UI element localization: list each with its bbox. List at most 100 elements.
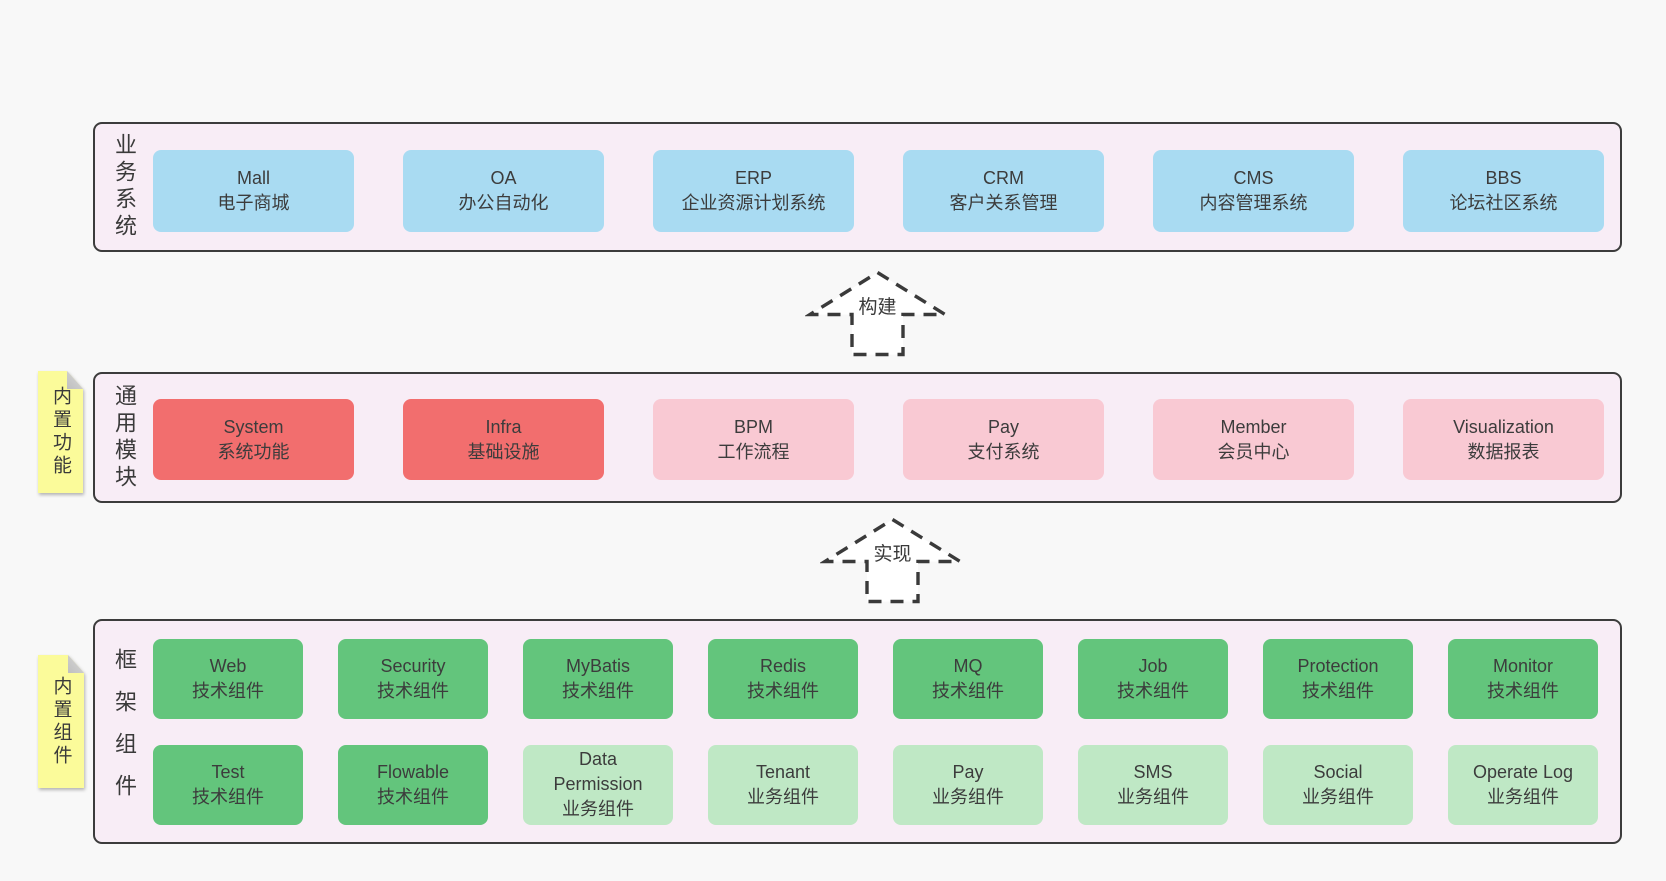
business-systems-panel: 业务系统 Mall 电子商城 OA 办公自动化 ERP 企业资源计划系统 CRM… — [93, 122, 1622, 252]
box-mall: Mall 电子商城 — [153, 150, 354, 232]
box-title: CMS — [1233, 168, 1274, 188]
box-subtitle: 技术组件 — [1117, 680, 1189, 701]
box-tenant: Tenant 业务组件 — [708, 744, 858, 825]
sticky-note-builtin-features: 内置功能 — [38, 371, 83, 493]
box-subtitle: 技术组件 — [1487, 680, 1559, 701]
implement-arrow: 实现 — [820, 517, 965, 605]
box-title: Data Permission — [553, 749, 643, 794]
box-erp: ERP 企业资源计划系统 — [653, 150, 854, 232]
box-pay-component: Pay 业务组件 — [893, 744, 1043, 825]
box-subtitle: 技术组件 — [1302, 680, 1374, 701]
framework-row-2: Test 技术组件 Flowable 技术组件 Data Permission … — [153, 744, 1620, 825]
box-title: System — [223, 416, 284, 437]
box-title: Pay — [987, 416, 1020, 437]
box-bpm: BPM 工作流程 — [653, 399, 854, 480]
framework-rows: Web 技术组件 Security 技术组件 MyBatis 技术组件 Redi… — [153, 621, 1620, 842]
box-title: MQ — [953, 655, 983, 676]
arrow-label-build: 构建 — [854, 292, 901, 319]
box-bbs: BBS 论坛社区系统 — [1403, 150, 1604, 232]
box-subtitle: 系统功能 — [217, 441, 290, 462]
box-subtitle: 内容管理系统 — [1199, 193, 1308, 213]
box-test: Test 技术组件 — [153, 744, 303, 825]
box-subtitle: 业务组件 — [562, 799, 634, 819]
box-title: Pay — [952, 761, 984, 782]
box-subtitle: 电子商城 — [217, 193, 290, 213]
box-title: Visualization — [1453, 416, 1554, 437]
framework-components-panel: 框架组件 Web 技术组件 Security 技术组件 MyBatis 技术组件… — [93, 619, 1622, 844]
box-subtitle: 业务组件 — [1117, 786, 1189, 807]
box-subtitle: 技术组件 — [377, 680, 449, 701]
panel-label-business: 业务系统 — [112, 133, 137, 241]
common-modules-panel: 通用模块 System 系统功能 Infra 基础设施 BPM 工作流程 Pay… — [93, 372, 1622, 503]
box-subtitle: 业务组件 — [1487, 786, 1559, 807]
box-title: Monitor — [1492, 655, 1554, 676]
box-operate-log: Operate Log 业务组件 — [1448, 744, 1598, 825]
box-title: OA — [490, 168, 517, 188]
business-boxes: Mall 电子商城 OA 办公自动化 ERP 企业资源计划系统 CRM 客户关系… — [153, 124, 1620, 250]
box-title: SMS — [1133, 761, 1173, 782]
panel-label-framework: 框架组件 — [112, 647, 137, 816]
box-subtitle: 基础设施 — [467, 441, 540, 462]
box-subtitle: 业务组件 — [1302, 786, 1374, 807]
box-system: System 系统功能 — [153, 399, 354, 480]
box-title: MyBatis — [565, 655, 630, 676]
box-title: Protection — [1297, 655, 1379, 676]
box-security: Security 技术组件 — [338, 638, 488, 719]
box-mybatis: MyBatis 技术组件 — [523, 638, 673, 719]
box-subtitle: 办公自动化 — [458, 193, 549, 213]
box-flowable: Flowable 技术组件 — [338, 744, 488, 825]
box-title: Infra — [485, 416, 522, 437]
box-redis: Redis 技术组件 — [708, 638, 858, 719]
sticky-note-builtin-components: 内置组件 — [38, 655, 84, 788]
box-visualization: Visualization 数据报表 — [1403, 399, 1604, 480]
box-sms: SMS 业务组件 — [1078, 744, 1228, 825]
box-title: Social — [1313, 761, 1363, 782]
box-cms: CMS 内容管理系统 — [1153, 150, 1354, 232]
box-title: Flowable — [376, 761, 450, 782]
box-subtitle: 工作流程 — [717, 441, 790, 462]
box-title: Test — [211, 761, 245, 782]
box-title: ERP — [734, 168, 772, 188]
arrow-label-implement: 实现 — [869, 539, 916, 566]
box-subtitle: 支付系统 — [967, 441, 1040, 462]
box-title: CRM — [983, 168, 1024, 188]
box-subtitle: 数据报表 — [1467, 441, 1540, 462]
box-subtitle: 业务组件 — [747, 786, 819, 807]
box-subtitle: 客户关系管理 — [949, 193, 1058, 213]
box-title: Tenant — [755, 761, 811, 782]
box-title: Job — [1138, 655, 1168, 676]
box-title: Redis — [759, 655, 807, 676]
box-mq: MQ 技术组件 — [893, 638, 1043, 719]
box-protection: Protection 技术组件 — [1263, 638, 1413, 719]
box-subtitle: 技术组件 — [377, 786, 449, 807]
box-infra: Infra 基础设施 — [403, 399, 604, 480]
box-subtitle: 技术组件 — [192, 680, 264, 701]
note-paper — [38, 655, 84, 788]
note-label: 内置功能 — [50, 386, 71, 478]
panel-label-modules: 通用模块 — [112, 383, 137, 492]
framework-row-1: Web 技术组件 Security 技术组件 MyBatis 技术组件 Redi… — [153, 638, 1620, 719]
box-crm: CRM 客户关系管理 — [903, 150, 1104, 232]
box-monitor: Monitor 技术组件 — [1448, 638, 1598, 719]
box-subtitle: 技术组件 — [192, 786, 264, 807]
box-data-permission: Data Permission 业务组件 — [523, 744, 673, 825]
box-title: Web — [209, 655, 247, 676]
box-job: Job 技术组件 — [1078, 638, 1228, 719]
box-subtitle: 企业资源计划系统 — [681, 193, 826, 213]
box-member: Member 会员中心 — [1153, 399, 1354, 480]
box-subtitle: 技术组件 — [562, 680, 634, 701]
box-title: Member — [1220, 416, 1287, 437]
box-title: Security — [380, 655, 446, 676]
build-arrow: 构建 — [805, 270, 950, 358]
box-oa: OA 办公自动化 — [403, 150, 604, 232]
note-paper — [38, 371, 83, 493]
box-subtitle: 会员中心 — [1217, 441, 1290, 462]
box-pay-system: Pay 支付系统 — [903, 399, 1104, 480]
note-label: 内置组件 — [50, 675, 72, 768]
box-title: Operate Log — [1472, 761, 1574, 782]
box-social: Social 业务组件 — [1263, 744, 1413, 825]
box-subtitle: 技术组件 — [932, 680, 1004, 701]
box-subtitle: 业务组件 — [932, 786, 1004, 807]
box-title: BBS — [1485, 168, 1522, 188]
box-subtitle: 论坛社区系统 — [1449, 193, 1558, 213]
